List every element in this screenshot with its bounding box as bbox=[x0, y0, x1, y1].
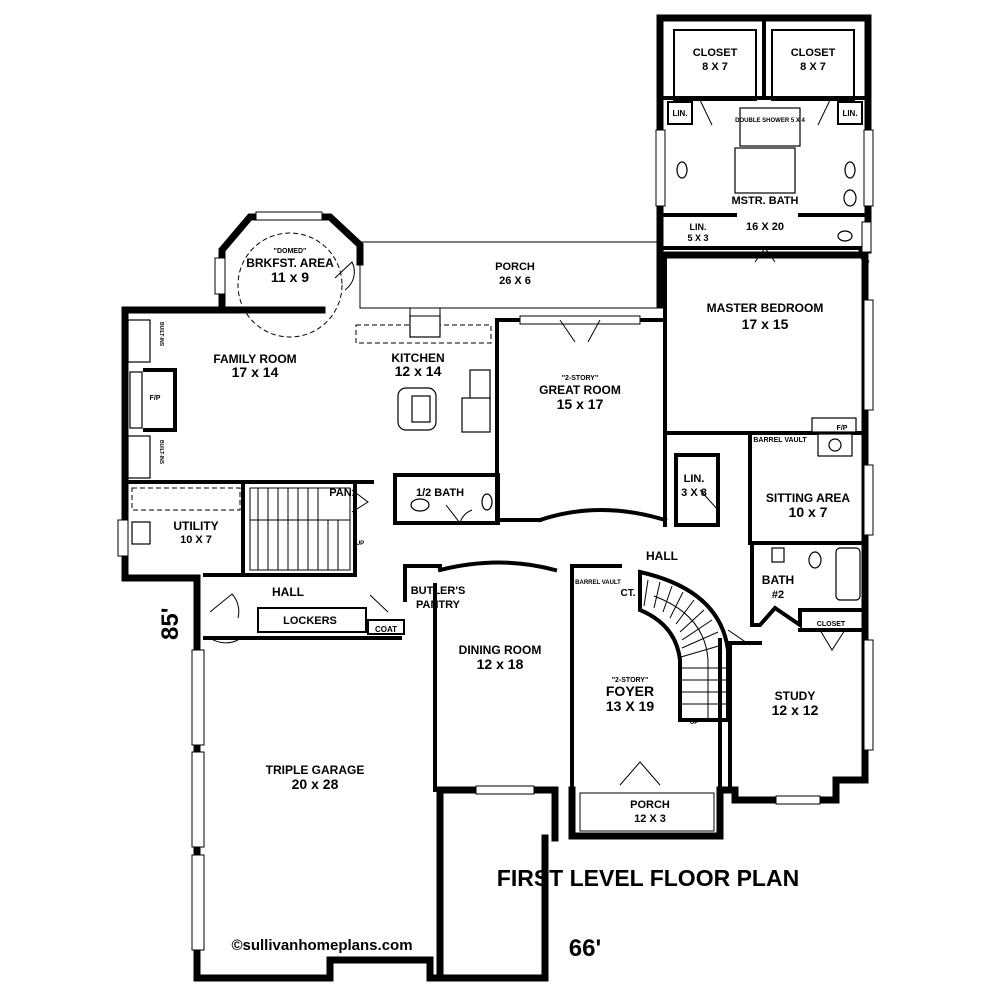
fp-family: F/P bbox=[150, 395, 161, 402]
half-bath-label: 1/2 BATH bbox=[416, 487, 464, 499]
fixtures bbox=[127, 107, 861, 832]
built-ins-bottom: BUILT-INS bbox=[158, 440, 164, 465]
great-room-size: 15 x 17 bbox=[557, 396, 604, 412]
study-name: STUDY bbox=[775, 689, 816, 703]
hall-center: HALL bbox=[646, 549, 678, 563]
garage-name: TRIPLE GARAGE bbox=[266, 763, 365, 777]
windows bbox=[117, 129, 874, 951]
sitting-area-size: 10 x 7 bbox=[789, 504, 828, 520]
dining-room-name: DINING ROOM bbox=[459, 643, 542, 657]
hall-left: HALL bbox=[272, 585, 304, 599]
porch-rear-outline bbox=[359, 241, 661, 309]
porch-rear-name: PORCH bbox=[495, 261, 535, 273]
built-ins-top: BUILT-INS bbox=[158, 322, 164, 347]
family-room-name: FAMILY ROOM bbox=[213, 352, 296, 366]
great-room-note: "2-STORY" bbox=[562, 375, 599, 382]
lockers-label: LOCKERS bbox=[283, 615, 337, 627]
door-swings bbox=[209, 99, 846, 786]
barrel-vault-foyer: BARREL VAULT bbox=[575, 580, 621, 586]
family-room-size: 17 x 14 bbox=[232, 364, 279, 380]
utility-name: UTILITY bbox=[173, 519, 218, 533]
lin-hall-size: 3 X 8 bbox=[681, 487, 707, 499]
interior-walls bbox=[123, 16, 870, 792]
master-bedroom-name: MASTER BEDROOM bbox=[707, 301, 824, 315]
porch-front-size: 12 X 3 bbox=[634, 813, 666, 825]
lin-bath-name: LIN. bbox=[690, 222, 707, 232]
dome-outline bbox=[237, 232, 343, 338]
copyright: ©sullivanhomeplans.com bbox=[231, 937, 412, 954]
utility-size: 10 X 7 bbox=[180, 534, 212, 546]
foyer-note: "2-STORY" bbox=[612, 677, 649, 684]
breakfast-name: BRKFST. AREA bbox=[246, 256, 334, 270]
butlers-pantry-name2: PANTRY bbox=[416, 599, 461, 611]
dining-room-size: 12 x 18 bbox=[477, 656, 524, 672]
back-staircase bbox=[249, 487, 351, 571]
sitting-area-name: SITTING AREA bbox=[766, 491, 851, 505]
kitchen-name: KITCHEN bbox=[391, 351, 444, 365]
lin-right: LIN. bbox=[842, 109, 857, 118]
barrel-vault-master: BARREL VAULT bbox=[753, 437, 807, 444]
closet-right-size: 8 X 7 bbox=[800, 61, 826, 73]
great-room-name: GREAT ROOM bbox=[539, 383, 621, 397]
bath2-name: BATH bbox=[762, 573, 794, 587]
room-labels: CLOSET 8 X 7 CLOSET 8 X 7 LIN. LIN. DOUB… bbox=[150, 47, 858, 825]
kitchen-size: 12 x 14 bbox=[395, 363, 442, 379]
master-bath-name: MSTR. BATH bbox=[731, 195, 798, 207]
bath2-size: #2 bbox=[772, 589, 784, 601]
closet-study: CLOSET bbox=[817, 621, 846, 628]
master-bedroom-size: 17 x 15 bbox=[742, 316, 789, 332]
lin-left: LIN. bbox=[672, 109, 687, 118]
fp-master: F/P bbox=[837, 425, 848, 432]
breakfast-note: "DOMED" bbox=[274, 248, 307, 255]
foyer-name: FOYER bbox=[606, 683, 654, 699]
plan-title: FIRST LEVEL FLOOR PLAN bbox=[497, 865, 799, 891]
width-dimension: 66' bbox=[569, 935, 601, 962]
closet-left-name: CLOSET bbox=[693, 47, 738, 59]
depth-dimension: 85' bbox=[157, 608, 184, 640]
master-bath-size: 16 X 20 bbox=[746, 221, 784, 233]
lin-hall-name: LIN. bbox=[684, 473, 705, 485]
ct-label: CT. bbox=[621, 588, 636, 599]
closet-right-name: CLOSET bbox=[791, 47, 836, 59]
butlers-pantry-name: BUTLER'S bbox=[411, 585, 466, 597]
lin-bath-size: 5 X 3 bbox=[687, 233, 708, 243]
coat-label: COAT bbox=[375, 625, 397, 634]
foyer-size: 13 X 19 bbox=[606, 698, 654, 714]
closet-left-size: 8 X 7 bbox=[702, 61, 728, 73]
pan-label: PAN. bbox=[329, 487, 354, 499]
garage-size: 20 x 28 bbox=[292, 776, 339, 792]
back-stair-up: UP bbox=[356, 541, 364, 547]
study-size: 12 x 12 bbox=[772, 702, 819, 718]
porch-rear-size: 26 X 6 bbox=[499, 275, 531, 287]
double-shower: DOUBLE SHOWER 5 X 4 bbox=[735, 118, 805, 124]
curved-staircase bbox=[638, 569, 730, 722]
main-stair-up: UP bbox=[690, 720, 698, 726]
porch-front-name: PORCH bbox=[630, 799, 670, 811]
breakfast-size: 11 x 9 bbox=[271, 269, 309, 285]
